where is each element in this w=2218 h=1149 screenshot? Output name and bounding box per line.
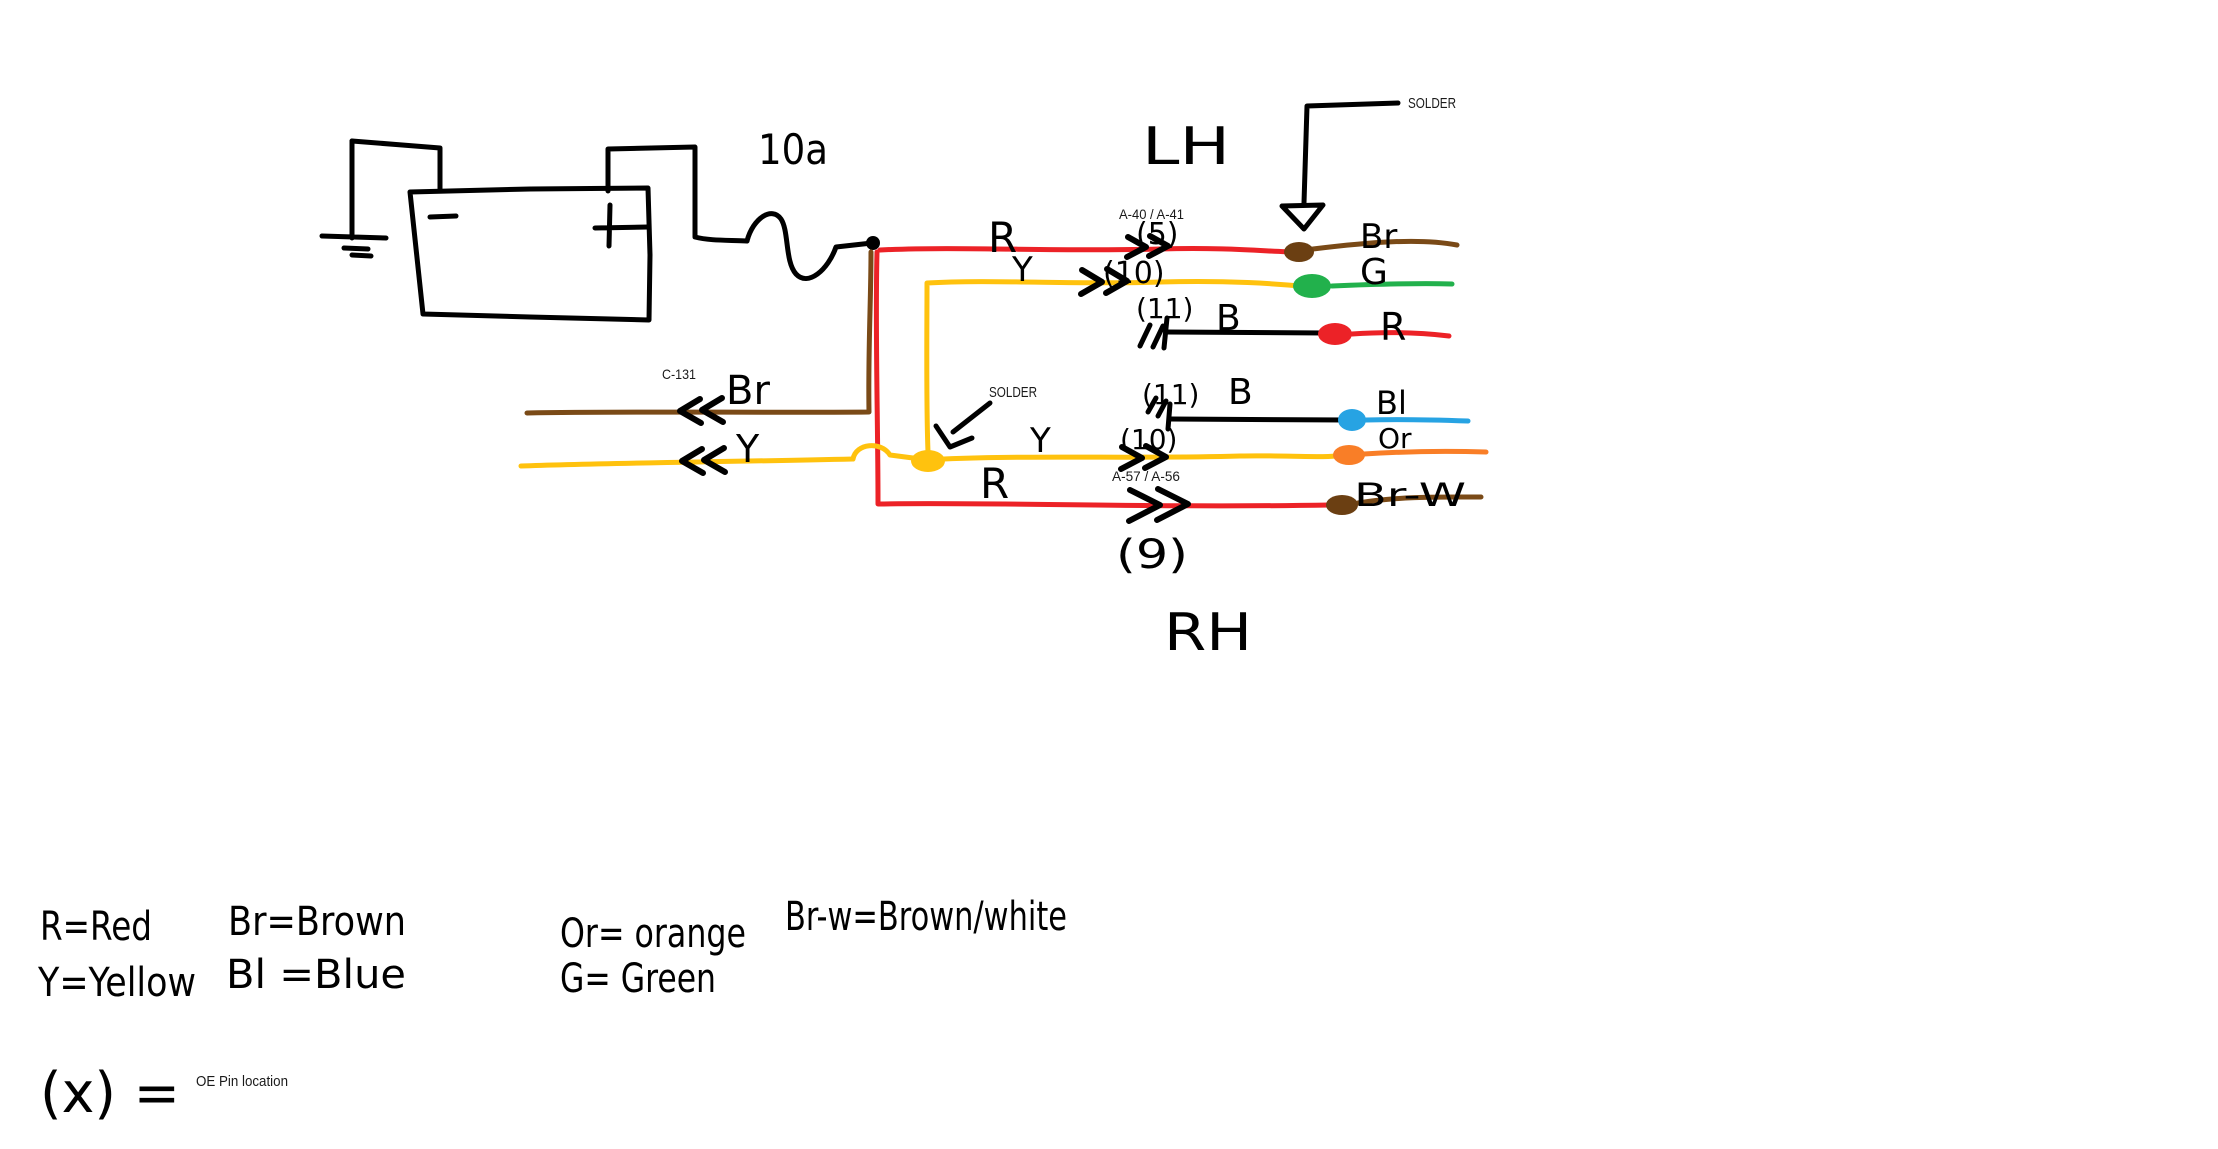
connector-label-lh: A-40 / A-41 [1119, 206, 1184, 222]
trunk-label-red-top: R [988, 213, 1017, 262]
splice-blob-brown-lh [1284, 242, 1314, 262]
chevrons-left-brown [677, 395, 726, 426]
wire-orange-after-splice [1361, 448, 1489, 457]
connector-label-c131: C-131 [662, 366, 696, 382]
solder-arrow-top [1301, 100, 1401, 206]
battery-outline [407, 185, 653, 323]
wire-yellow-left [518, 456, 856, 469]
wire-yellow-up-branch [924, 278, 1303, 455]
rh-splice-label-brw: Br-W [1354, 476, 1466, 514]
solder-label-top: SOLDER [1408, 95, 1456, 112]
battery-minus [427, 213, 459, 220]
wire-red-vertical [873, 249, 881, 506]
legend-brw-brownwhite: Br-w=Brown/white [785, 894, 1067, 940]
wire-red-bottom-trunk [875, 501, 1333, 509]
chevrons-right-red-top [1124, 233, 1171, 260]
legend-br-brown: Br=Brown [228, 899, 406, 945]
chevrons-right-yellow-top [1078, 266, 1130, 297]
wire-yellow-hop-over-red [850, 443, 916, 462]
battery-plus [592, 202, 651, 249]
pin-note-symbol: (x) = [40, 1061, 180, 1126]
wire-battery-to-fuse [605, 144, 750, 244]
wire-yellow-right-branch [941, 453, 1339, 462]
wire-brown-left [524, 249, 874, 416]
chevrons-right-yellow-bottom [1118, 443, 1169, 472]
solder-blob-yellow [911, 450, 945, 472]
solder-arrowhead-top [1279, 202, 1326, 232]
connector-cap-lh [1137, 315, 1170, 351]
wire-blue-after-splice [1363, 417, 1471, 424]
wire-black-lh [1163, 329, 1329, 336]
lh-pin-10: (10) [1103, 256, 1165, 291]
connector-cap-rh [1145, 395, 1173, 432]
splice-blob-orange [1333, 445, 1365, 465]
trunk-label-red-bottom: R [980, 459, 1009, 508]
rh-splice-label-or: Or [1378, 422, 1412, 455]
lh-splice-label-r: R [1380, 305, 1406, 349]
connector-label-rh: A-57 / A-56 [1112, 468, 1180, 484]
rh-title: RH [1164, 603, 1252, 663]
left-wire-label-brown: Br [726, 368, 770, 414]
chevrons-left-yellow [679, 445, 728, 476]
wire-brown-after-splice-lh [1310, 238, 1460, 252]
rh-pin-10: (10) [1120, 423, 1177, 456]
solder-arrow-mid [933, 400, 993, 450]
fuse-label: 10a [758, 125, 828, 174]
wire-red-after-splice [1349, 330, 1452, 339]
trunk-label-yellow-top: Y [1011, 250, 1033, 290]
lh-title: LH [1142, 117, 1230, 177]
wire-brownwhite-after-splice-rh [1355, 494, 1484, 506]
chevrons-right-red-bottom [1126, 486, 1191, 524]
splice-blob-red [1318, 323, 1352, 345]
rh-pin-11: (11) [1142, 378, 1199, 411]
rh-black-wire-label: B [1228, 372, 1253, 413]
lh-splice-label-br: Br [1360, 217, 1397, 257]
solder-label-mid: SOLDER [989, 384, 1037, 401]
splice-blob-green [1293, 274, 1331, 298]
lh-pin-5: (5) [1136, 217, 1179, 252]
wire-black-rh [1167, 416, 1350, 423]
lh-black-wire-label: B [1216, 298, 1241, 339]
lh-pin-11: (11) [1136, 292, 1193, 325]
legend-r-red: R=Red [40, 904, 152, 950]
wire-ground-to-battery [349, 138, 443, 194]
legend-or-orange: Or= orange [560, 911, 746, 957]
legend-bl-blue: Bl =Blue [226, 952, 406, 998]
wire-red-top-trunk [877, 246, 1299, 255]
legend-y-yellow: Y=Yellow [37, 960, 196, 1006]
trunk-label-yellow-mid: Y [1029, 421, 1051, 461]
legend-g-green: G= Green [560, 956, 716, 1002]
rh-splice-label-bl: Bl [1376, 384, 1407, 422]
splice-blob-blue [1338, 409, 1366, 431]
lh-splice-label-g: G [1360, 252, 1388, 293]
rh-pin-9: (9) [1116, 532, 1188, 578]
fuse-symbol [744, 211, 875, 281]
pin-note-text: OE Pin location [196, 1073, 288, 1090]
wire-green-after-splice [1329, 281, 1455, 289]
ground-symbol [319, 138, 389, 259]
left-wire-label-yellow: Y [735, 427, 760, 471]
junction-dot [866, 236, 880, 250]
splice-blob-brown-rh [1326, 495, 1358, 515]
